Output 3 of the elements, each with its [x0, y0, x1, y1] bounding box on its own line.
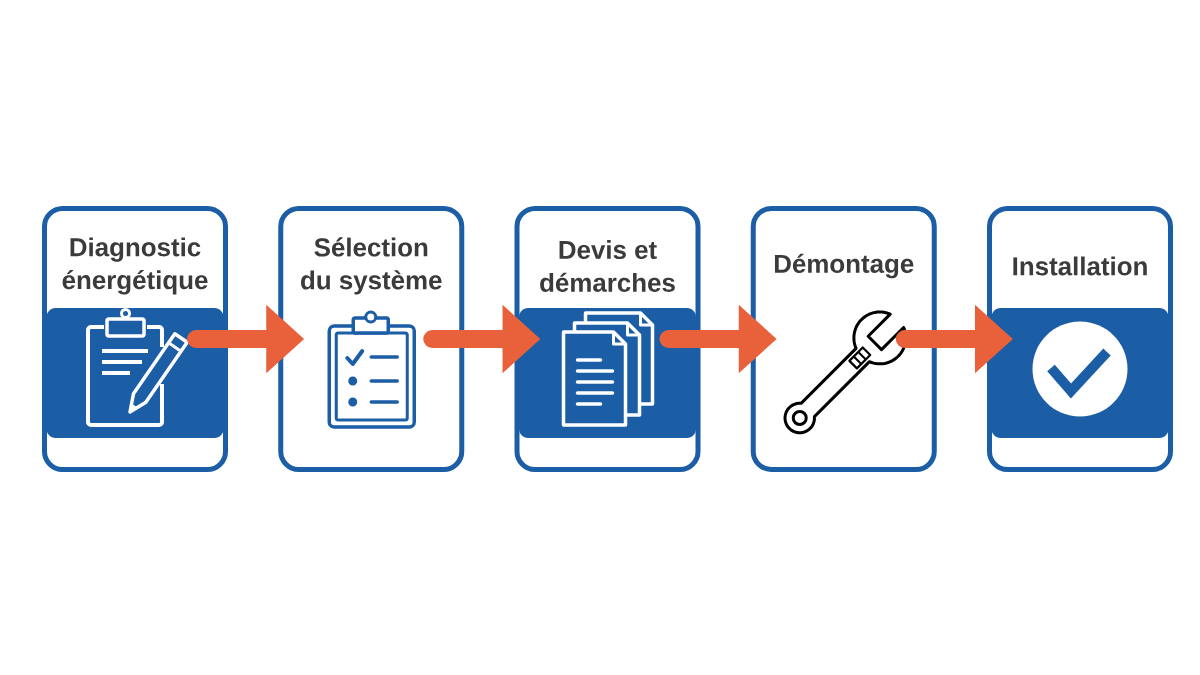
- step-card: Diagnostic énergétique: [42, 206, 228, 472]
- step-card: Démontage: [750, 206, 937, 472]
- step-card: Sélection du système: [278, 206, 465, 472]
